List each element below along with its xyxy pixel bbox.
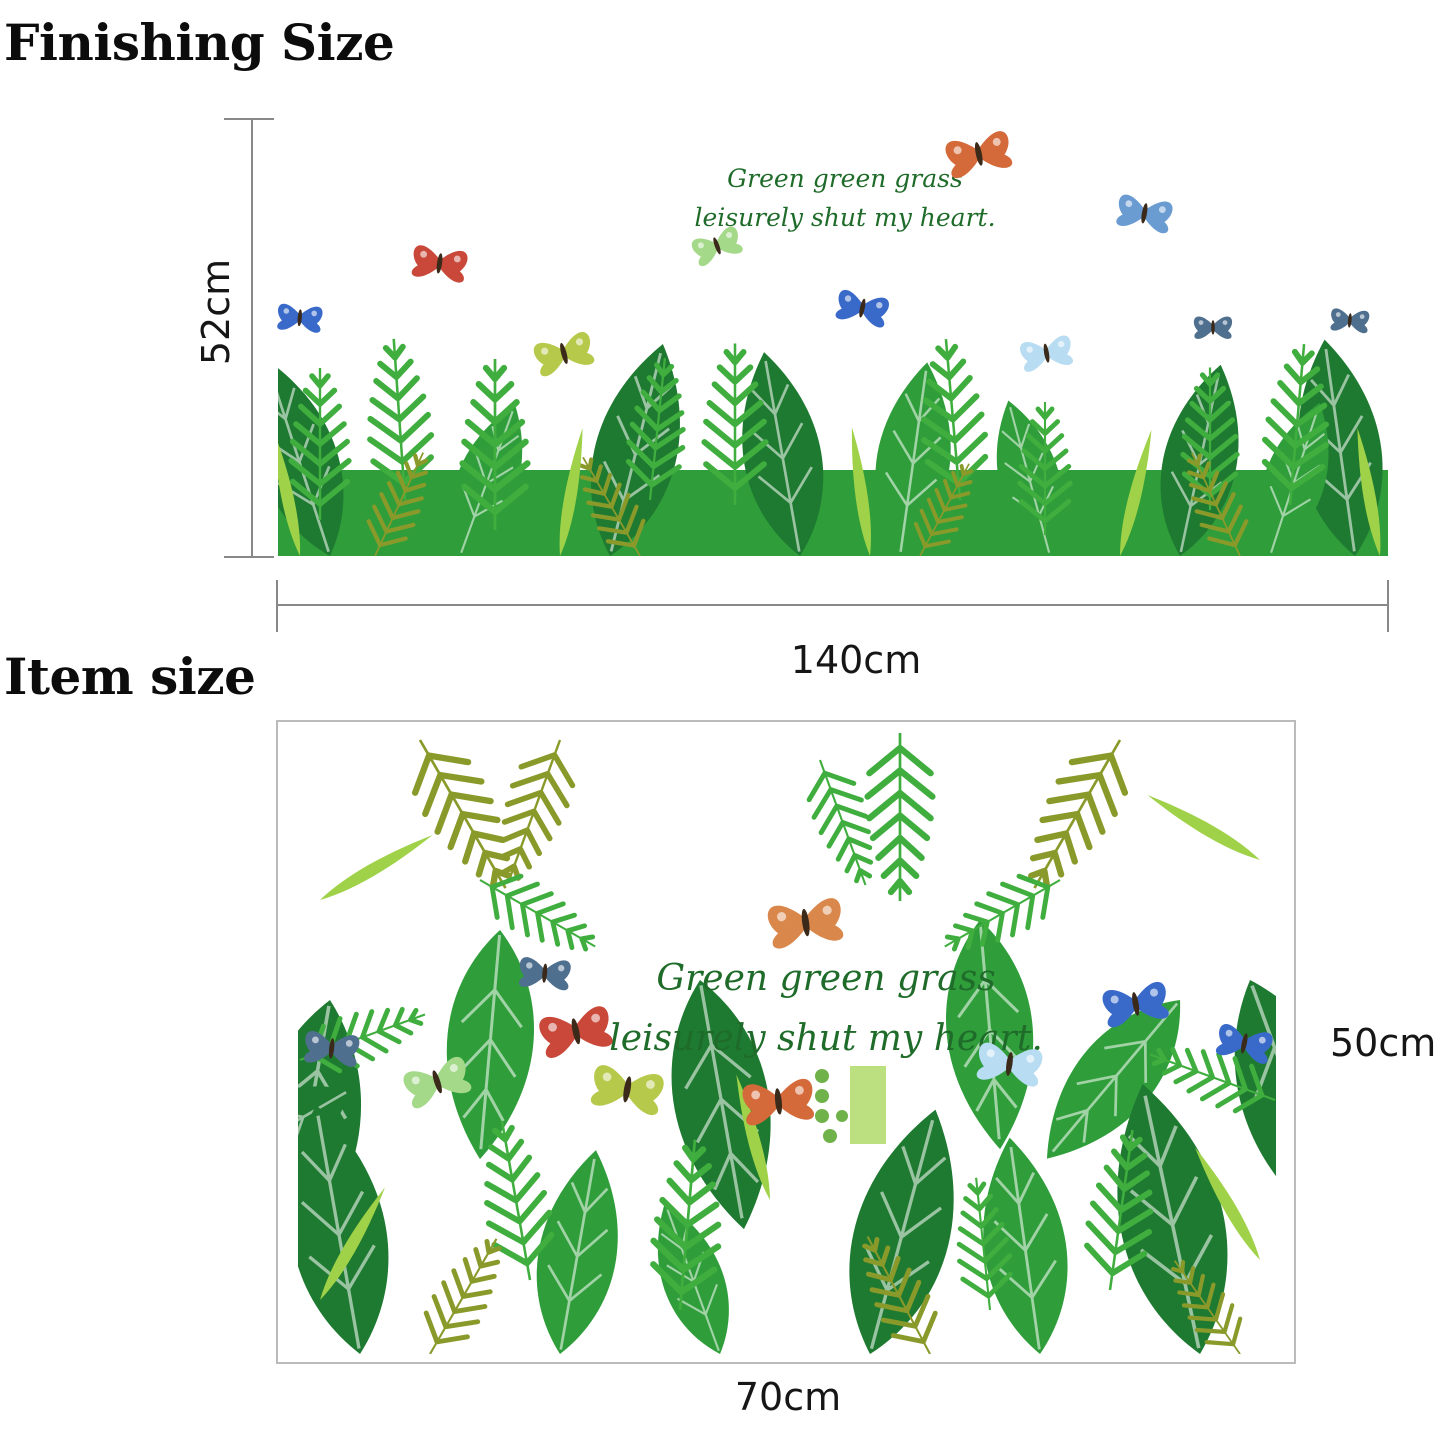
finishing-width-label: 140cm: [790, 638, 922, 682]
sheet-quote: Green green grass leisurely shut my hear…: [609, 958, 1043, 1059]
butterfly-icon: [1114, 193, 1174, 235]
butterfly-icon: [410, 244, 469, 284]
finishing-size-heading: Finishing Size: [4, 13, 395, 72]
quote-line-1: Green green grass: [727, 164, 963, 193]
quote-line-2: leisurely shut my heart.: [694, 203, 995, 232]
height-dimension-line: [224, 118, 274, 558]
item-height-label: 50cm: [1330, 1021, 1437, 1065]
butterfly-icon: [1329, 307, 1370, 334]
sticker-sheet-artwork: [298, 733, 1276, 1354]
dot-stickers: [815, 1069, 848, 1143]
butterfly-icon: [1193, 316, 1233, 339]
grass-border-artwork: [278, 332, 1388, 556]
finishing-height-label: 52cm: [194, 258, 238, 366]
finishing-quote: Green green grass leisurely shut my hear…: [694, 164, 995, 232]
butterfly-icon: [276, 303, 324, 334]
item-size-heading: Item size: [4, 647, 256, 706]
butterfly-icon: [943, 129, 1015, 180]
butterfly-icon: [834, 288, 891, 329]
butterfly-icon: [531, 330, 597, 378]
butterfly-icon: [1018, 334, 1075, 373]
item-width-label: 70cm: [734, 1375, 842, 1419]
sheet-quote-line-2: leisurely shut my heart.: [609, 1018, 1043, 1059]
grass-strip-sticker: [850, 1066, 886, 1144]
width-dimension-line: [276, 580, 1389, 632]
sheet-quote-line-1: Green green grass: [656, 958, 995, 999]
